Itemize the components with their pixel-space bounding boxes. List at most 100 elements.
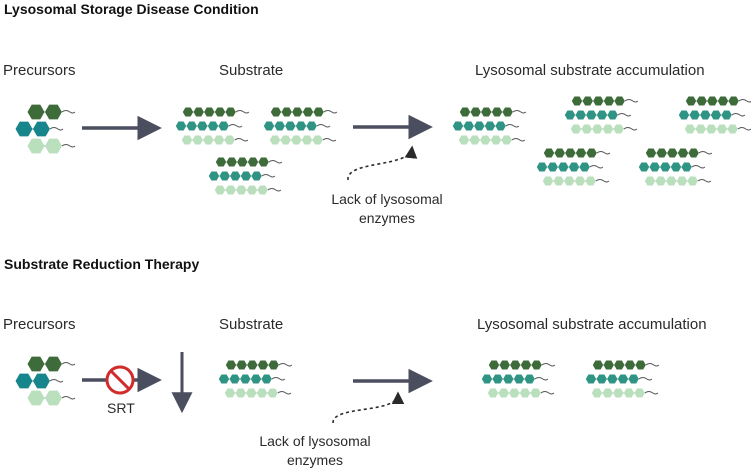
sugar-hexagon bbox=[613, 388, 624, 398]
sugar-hexagon bbox=[603, 360, 614, 370]
sugar-hexagon bbox=[596, 374, 607, 384]
substrate-molecule-icon bbox=[564, 96, 639, 134]
therapy-precursors-label: Precursors bbox=[3, 316, 76, 333]
therapy-lack-enzymes-label: Lack of lysosomal enzymes bbox=[250, 432, 380, 470]
sugar-hexagon bbox=[591, 388, 603, 398]
sugar-hexagon bbox=[491, 107, 503, 117]
sugar-hexagon bbox=[696, 96, 707, 106]
sugar-hexagon bbox=[301, 135, 313, 145]
sugar-hexagon bbox=[225, 107, 236, 117]
sugar-hexagon bbox=[182, 107, 194, 117]
sugar-hexagon bbox=[660, 162, 671, 172]
precursor-cluster-icon bbox=[15, 104, 76, 154]
sugar-hexagon bbox=[593, 96, 604, 106]
sugar-hexagon bbox=[685, 96, 697, 106]
sugar-hexagon bbox=[542, 176, 554, 186]
sugar-hexagon bbox=[509, 388, 520, 398]
disease-accumulated-molecules bbox=[452, 96, 751, 186]
sugar-hexagon bbox=[474, 121, 485, 131]
sugar-hexagon bbox=[44, 390, 62, 406]
srt-label: SRT bbox=[107, 400, 135, 416]
sugar-hexagon bbox=[502, 107, 513, 117]
sugar-hexagon bbox=[547, 162, 558, 172]
sugar-hexagon bbox=[635, 360, 646, 370]
disease-precursors-label: Precursors bbox=[3, 62, 76, 79]
therapy-accumulation-label: Lysosomal substrate accumulation bbox=[477, 316, 707, 333]
sugar-hexagon bbox=[32, 121, 50, 137]
sugar-hexagon bbox=[498, 388, 509, 398]
disease-lack-line2: enzymes bbox=[358, 210, 416, 226]
sugar-hexagon bbox=[492, 374, 503, 384]
sugar-hexagon bbox=[585, 176, 596, 186]
sugar-hexagon bbox=[614, 96, 625, 106]
sugar-hexagon bbox=[197, 121, 208, 131]
sugar-hexagon bbox=[246, 388, 257, 398]
sugar-hexagon bbox=[280, 135, 291, 145]
sugar-hexagon bbox=[263, 121, 275, 131]
sugar-hexagon bbox=[251, 171, 262, 181]
sugar-hexagon bbox=[579, 162, 590, 172]
therapy-lack-line2: enzymes bbox=[286, 452, 344, 468]
sugar-hexagon bbox=[258, 157, 269, 167]
lack-of-enzymes-dashed-arrow bbox=[347, 145, 418, 181]
sugar-hexagon bbox=[721, 110, 732, 120]
substrate-molecule-icon bbox=[208, 157, 283, 195]
sugar-hexagon bbox=[666, 176, 677, 186]
sugar-hexagon bbox=[727, 124, 738, 134]
sugar-hexagon bbox=[536, 162, 548, 172]
disease-substrate-label: Substrate bbox=[219, 62, 284, 79]
substrate-molecule-icon bbox=[585, 360, 660, 398]
therapy-section-title: Substrate Reduction Therapy bbox=[4, 256, 200, 272]
sugar-hexagon bbox=[481, 374, 493, 384]
sugar-hexagon bbox=[695, 124, 706, 134]
sugar-hexagon bbox=[519, 388, 531, 398]
sugar-hexagon bbox=[624, 360, 636, 370]
sugar-hexagon bbox=[236, 360, 247, 370]
sugar-hexagon bbox=[582, 96, 593, 106]
sugar-hexagon bbox=[503, 374, 514, 384]
sugar-hexagon bbox=[607, 110, 618, 120]
sugar-hexagon bbox=[226, 157, 237, 167]
sugar-hexagon bbox=[678, 110, 690, 120]
sugar-hexagon bbox=[192, 135, 203, 145]
sugar-hexagon bbox=[257, 185, 268, 195]
disease-precursors-icon bbox=[15, 104, 76, 154]
sugar-hexagon bbox=[564, 176, 575, 186]
sugar-hexagon bbox=[531, 360, 542, 370]
sugar-hexagon bbox=[27, 138, 45, 154]
substrate-molecule-icon bbox=[638, 148, 713, 186]
sugar-hexagon bbox=[204, 107, 215, 117]
disease-accumulation-label: Lysosomal substrate accumulation bbox=[475, 62, 705, 79]
sugar-hexagon bbox=[700, 110, 711, 120]
sugar-hexagon bbox=[558, 162, 569, 172]
disease-substrate-molecules bbox=[175, 107, 338, 195]
sugar-hexagon bbox=[688, 148, 699, 158]
sugar-hexagon bbox=[274, 121, 285, 131]
sugar-hexagon bbox=[603, 96, 615, 106]
sugar-hexagon bbox=[607, 374, 618, 384]
precursor-cluster-icon bbox=[15, 356, 76, 406]
sugar-hexagon bbox=[458, 135, 470, 145]
sugar-hexagon bbox=[706, 124, 717, 134]
sugar-hexagon bbox=[710, 110, 722, 120]
sugar-hexagon bbox=[586, 110, 597, 120]
sugar-hexagon bbox=[501, 135, 512, 145]
therapy-lack-of-enzymes-dashed-arrow bbox=[332, 391, 405, 424]
sugar-hexagon bbox=[224, 135, 235, 145]
sugar-hexagon bbox=[213, 135, 225, 145]
sugar-hexagon bbox=[224, 388, 236, 398]
sugar-hexagon bbox=[524, 374, 535, 384]
sugar-hexagon bbox=[623, 388, 635, 398]
sugar-hexagon bbox=[240, 374, 251, 384]
sugar-hexagon bbox=[225, 360, 237, 370]
therapy-substrate-label: Substrate bbox=[219, 316, 284, 333]
sugar-hexagon bbox=[269, 135, 281, 145]
sugar-hexagon bbox=[488, 360, 500, 370]
sugar-hexagon bbox=[261, 374, 272, 384]
substrate-molecule-icon bbox=[218, 360, 293, 398]
substrate-molecule-icon bbox=[175, 107, 250, 145]
sugar-hexagon bbox=[592, 124, 603, 134]
sugar-hexagon bbox=[513, 374, 525, 384]
sugar-hexagon bbox=[645, 148, 657, 158]
sugar-hexagon bbox=[571, 96, 583, 106]
